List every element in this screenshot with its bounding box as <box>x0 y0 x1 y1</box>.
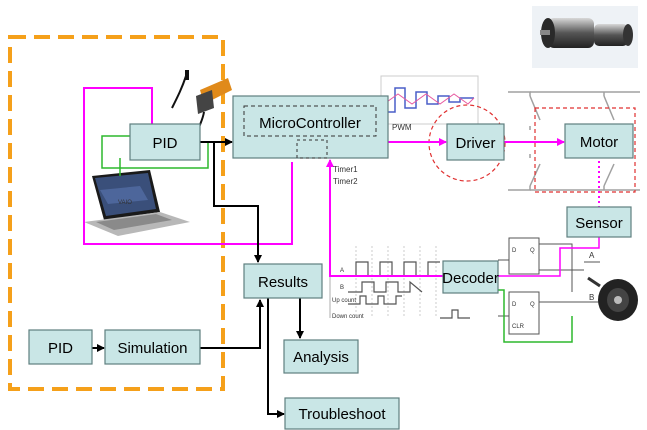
block-results-label: Results <box>258 274 308 291</box>
block-motor: Motor <box>564 123 634 159</box>
wave-a-label: A <box>340 268 344 274</box>
block-motor-label: Motor <box>580 134 618 151</box>
ff-a-label: A <box>589 251 595 260</box>
block-troubleshoot: Troubleshoot <box>284 397 400 430</box>
block-simulation: Simulation <box>104 329 201 365</box>
pwm-label: PWM <box>392 123 412 132</box>
block-simulation-label: Simulation <box>117 340 187 357</box>
conn-green-decoder <box>498 289 573 343</box>
laptop-brand-text: VAIO <box>118 200 132 206</box>
conn-sensor-to-decoder <box>498 232 600 277</box>
block-decoder-label: Decoder <box>442 270 499 287</box>
block-analysis: Analysis <box>283 339 359 374</box>
block-sensor: Sensor <box>566 206 632 238</box>
motor-photo <box>532 6 638 68</box>
ff-clr-label: CLR <box>512 324 525 330</box>
timer1-label: Timer1 <box>333 165 358 174</box>
flip-flop-circuit <box>498 237 600 335</box>
block-pid-top: PID <box>129 123 201 161</box>
block-troubleshoot-label: Troubleshoot <box>299 406 387 423</box>
down-count-label: Down count <box>332 314 364 320</box>
usb-cable-icon <box>171 70 232 141</box>
ff-q2-label: Q <box>530 302 535 308</box>
block-pid-bottom: PID <box>28 329 93 365</box>
conn-sim-to-results <box>200 299 264 349</box>
block-driver: Driver <box>446 123 505 161</box>
conn-pid-to-results <box>213 142 262 263</box>
ff-d2-label: D <box>512 302 517 308</box>
pc-region-border <box>8 35 225 391</box>
block-driver-label: Driver <box>456 135 496 152</box>
block-results: Results <box>243 263 323 299</box>
wave-b-label: B <box>340 285 344 291</box>
encoder-photo <box>587 276 638 321</box>
block-pid-top-label: PID <box>152 135 177 152</box>
laptop-illustration: VAIO <box>84 170 190 236</box>
motor-highlight-box <box>534 107 636 193</box>
up-count-label: Up count <box>332 298 356 304</box>
encoder-waveforms <box>329 246 470 319</box>
block-pid-bottom-label: PID <box>48 340 73 357</box>
block-analysis-label: Analysis <box>293 349 349 366</box>
ff-q1-label: Q <box>530 248 535 254</box>
timer2-label: Timer2 <box>333 177 358 186</box>
ff-b-label: B <box>589 293 594 302</box>
conn-laptop-to-pid <box>83 87 293 245</box>
conn-decoder-to-timer <box>326 159 446 277</box>
conn-results-to-troubleshoot <box>267 298 285 418</box>
pwm-plot-thumbnail <box>380 75 479 125</box>
block-decoder: Decoder <box>442 260 499 294</box>
ff-d1-label: D <box>512 248 517 254</box>
block-sensor-label: Sensor <box>575 215 623 232</box>
block-microcontroller: MicroController <box>232 95 389 159</box>
block-microcontroller-label: MicroController <box>259 115 361 132</box>
